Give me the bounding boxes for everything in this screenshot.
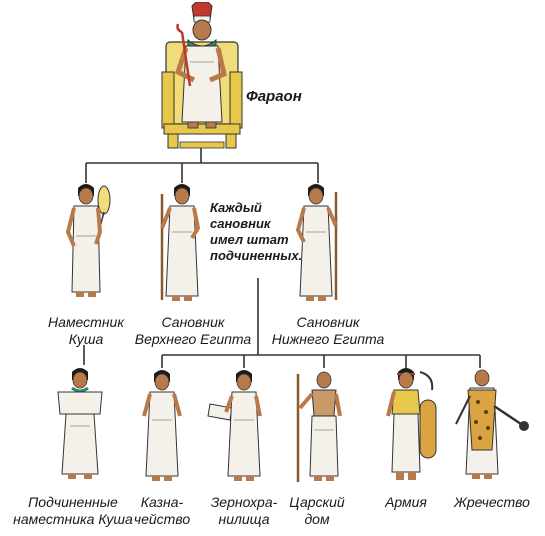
granaries-figure xyxy=(207,370,262,481)
viceroy-figure xyxy=(65,184,111,297)
pharaoh-figure xyxy=(161,2,243,149)
subordinates-figure xyxy=(57,368,103,479)
lower-egypt-official-figure xyxy=(295,184,338,301)
upper-egypt-official-figure xyxy=(160,184,201,301)
label-viceroy: Наместник Куша xyxy=(48,314,124,347)
label-upper-egypt: Сановник Верхнего Египта xyxy=(134,314,252,347)
army-figure xyxy=(386,368,437,480)
priesthood-figure xyxy=(455,369,529,479)
label-subordinates: Подчиненные наместника Куша xyxy=(13,494,133,527)
note-text: Каждый сановник имел штат подчиненных. xyxy=(210,200,303,263)
label-granaries: Зернохра- нилища xyxy=(210,494,278,527)
label-treasury: Казна- чейство xyxy=(133,494,191,527)
royal-house-figure xyxy=(296,371,342,482)
label-lower-egypt: Сановник Нижнего Египта xyxy=(271,314,385,347)
label-royal-house: Царский дом xyxy=(289,494,345,527)
label-army: Армия xyxy=(385,494,427,510)
label-pharaoh: Фараон xyxy=(246,88,302,105)
treasury-figure xyxy=(142,370,182,481)
label-priesthood: Жречество xyxy=(454,494,530,510)
